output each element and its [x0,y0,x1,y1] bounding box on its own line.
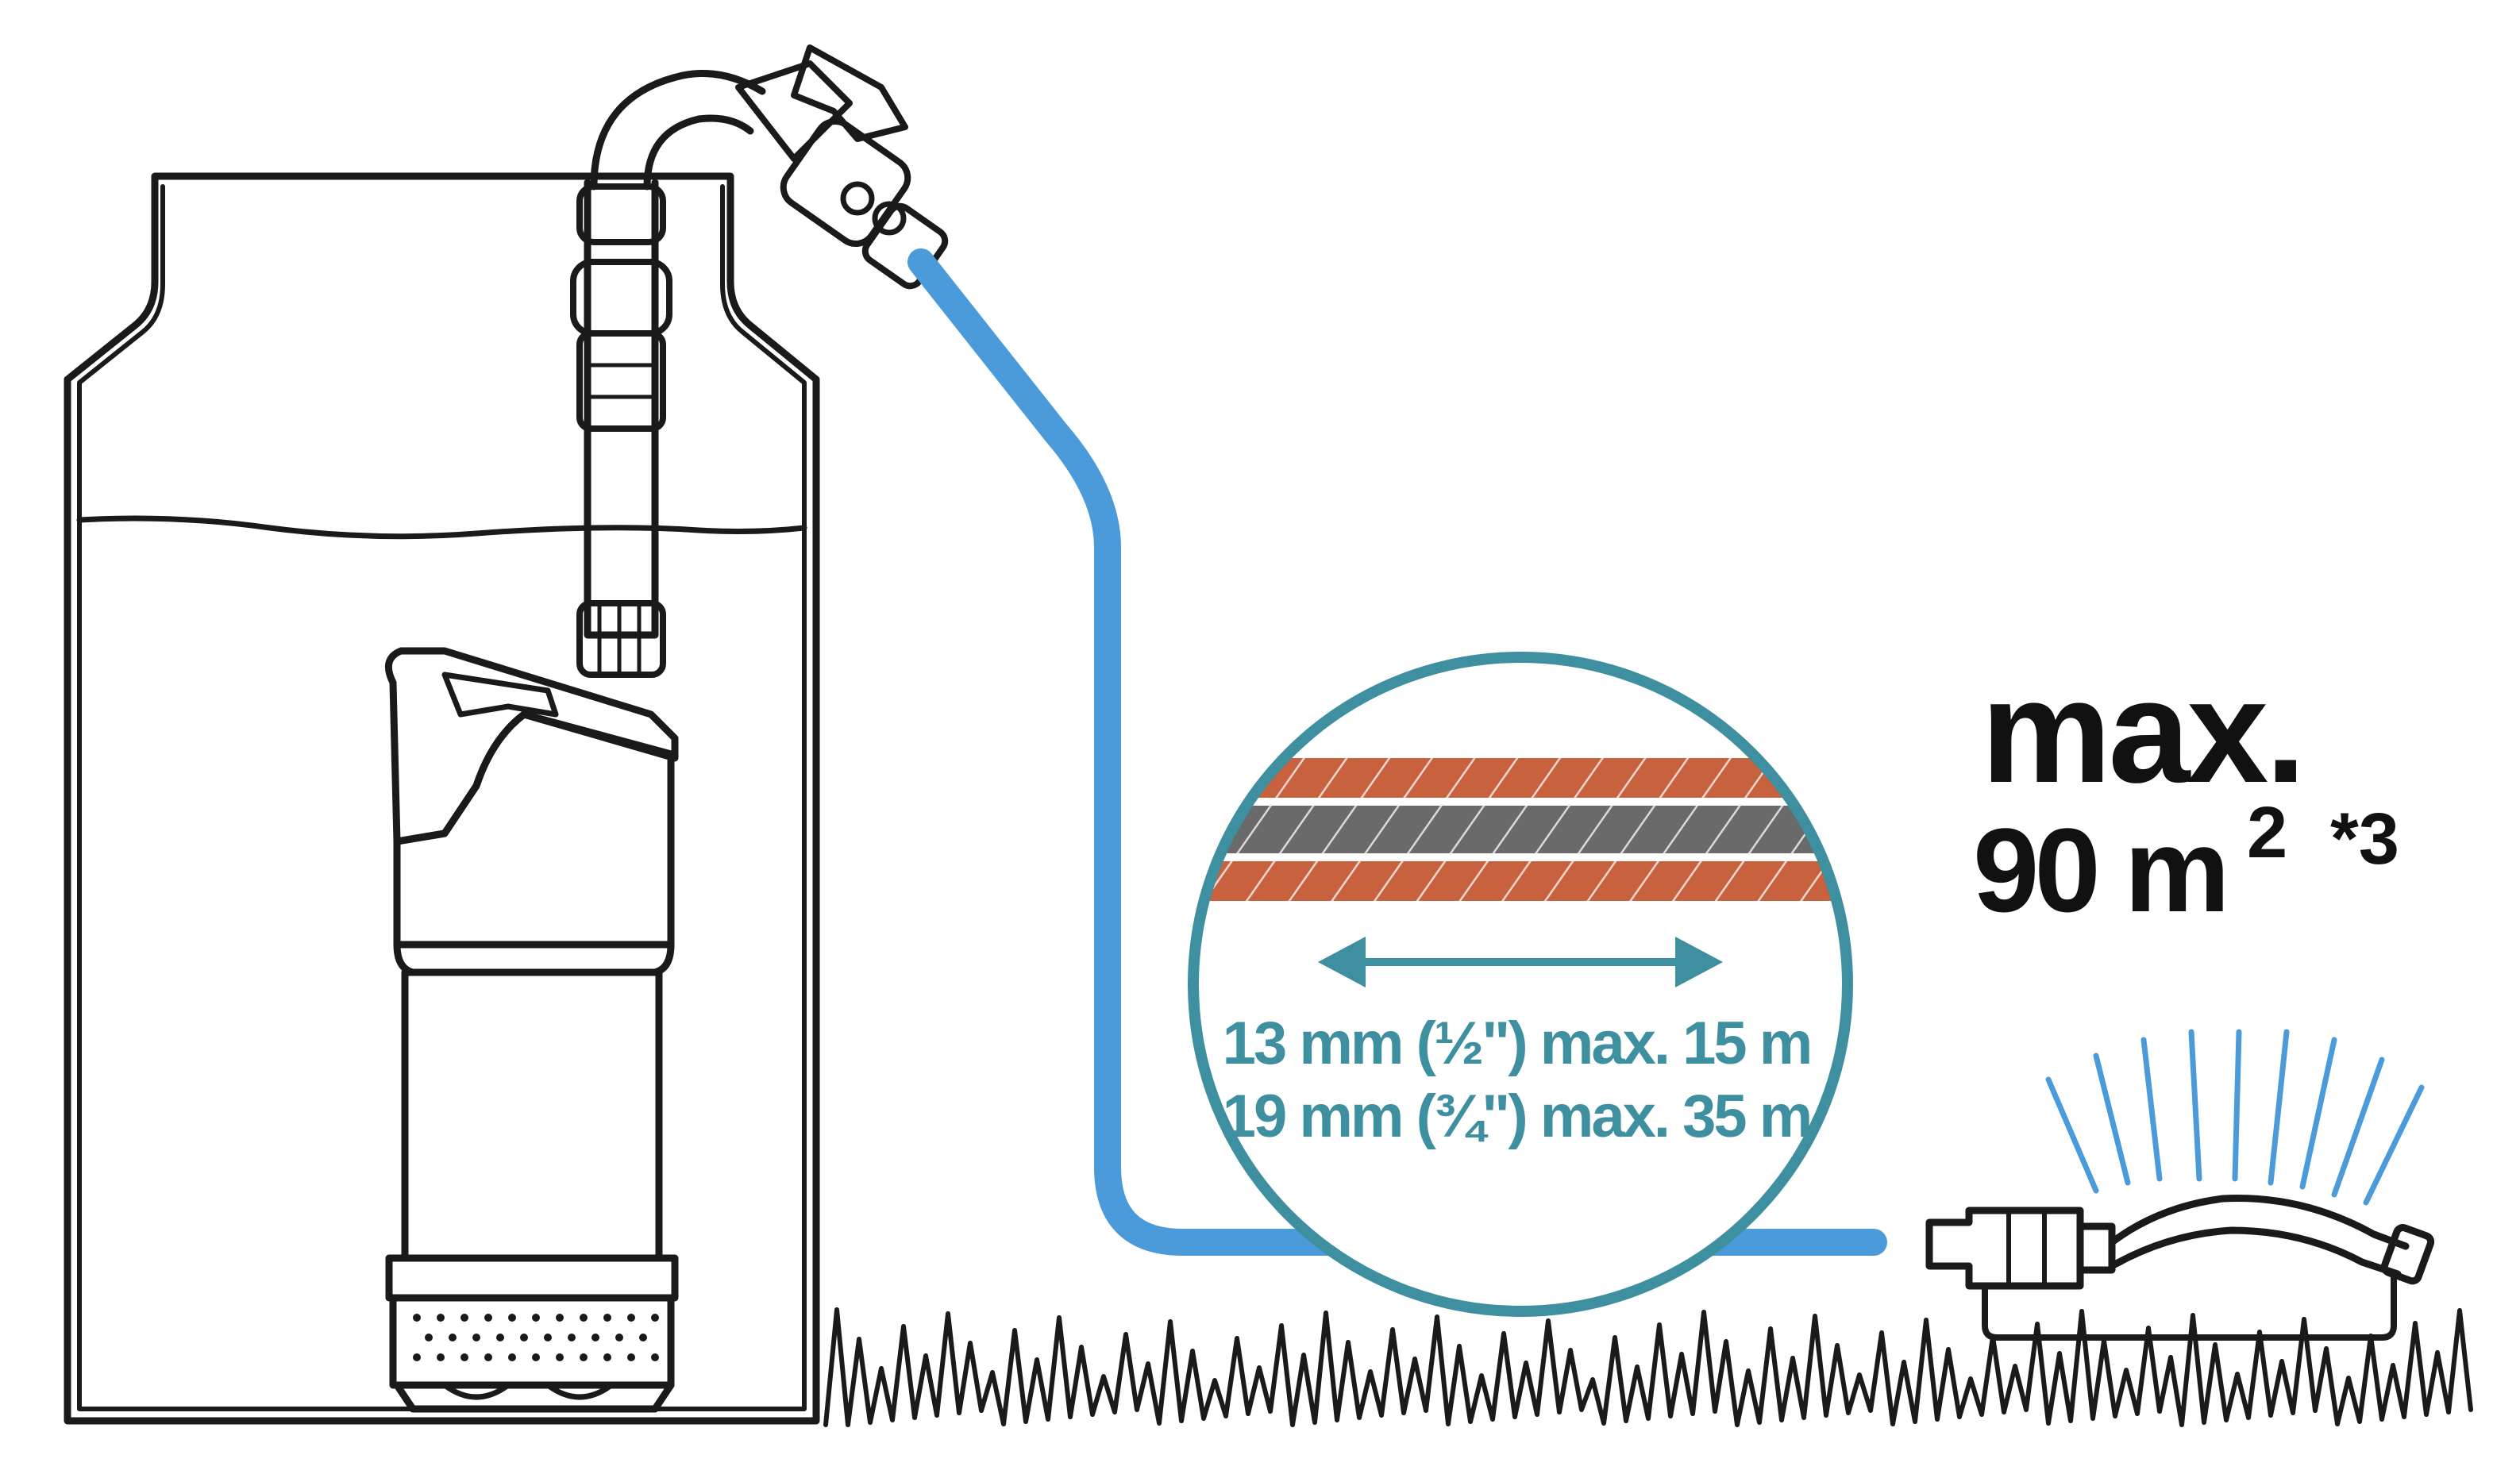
area-exponent: 2 [2247,792,2287,873]
water-spray [2045,1029,2425,1206]
footnote-marker: *3 [2330,799,2399,879]
hose-spec-line-2: 19 mm (¾") max. 35 m [1223,1083,1811,1150]
elbow-pipe [590,70,766,191]
grass-icon [823,1307,2473,1427]
riser-pipe [570,179,672,678]
double-arrow-icon [1318,937,1723,987]
tap-valve-icon [735,44,949,290]
headline-max: max. [1981,650,2303,814]
hose-cross-section-icon: 13 mm (½") max. 15 m 19 mm (¾") max. 35 … [1188,652,1853,1317]
sprinkler-icon [1925,1029,2435,1341]
intake-holes [413,1314,659,1361]
garden-hose [907,248,1887,1256]
hose-spec-line-1: 13 mm (½") max. 15 m [1223,1010,1811,1077]
water-barrel-icon [64,172,820,1425]
area-value: 90 m [1973,803,2225,937]
submersible-pump-icon [384,647,679,1413]
water-surface [76,515,807,540]
